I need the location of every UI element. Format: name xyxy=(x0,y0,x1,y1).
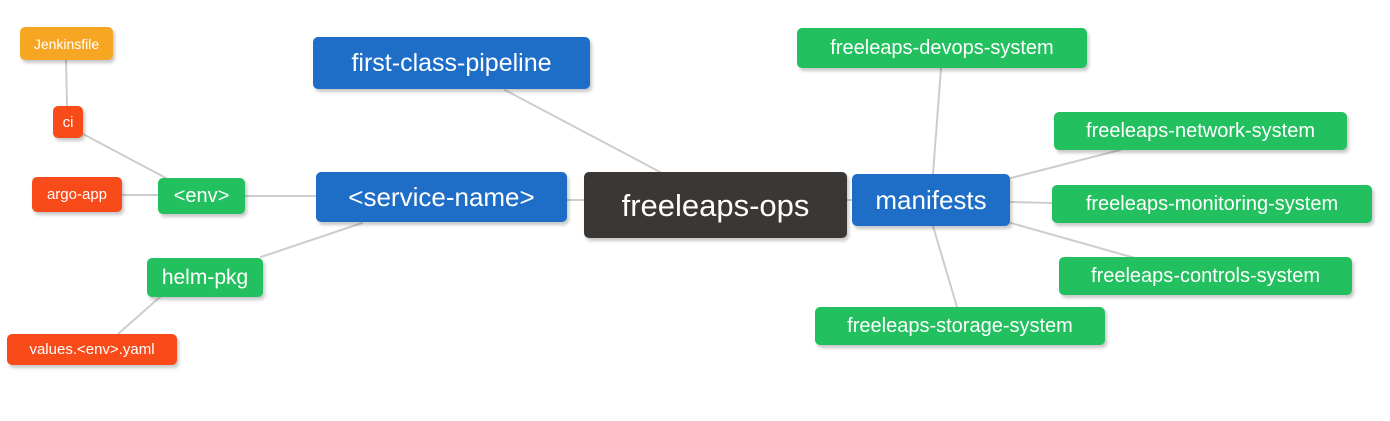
node-first-class-pipeline[interactable]: first-class-pipeline xyxy=(313,37,590,89)
edge-ci-env xyxy=(82,133,167,179)
node-ci[interactable]: ci xyxy=(53,106,83,138)
edge-helm-pkg-values-env-yaml xyxy=(117,296,161,335)
edge-manifests-freeleaps-devops-system xyxy=(932,67,942,175)
edge-manifests-freeleaps-network-system xyxy=(1010,149,1121,179)
edge-first-class-pipeline-freeleaps-ops xyxy=(504,89,661,173)
edge-service-name-helm-pkg xyxy=(260,222,363,258)
node-manifests[interactable]: manifests xyxy=(852,174,1010,226)
node-freeleaps-storage-system[interactable]: freeleaps-storage-system xyxy=(815,307,1105,345)
node-freeleaps-network-system[interactable]: freeleaps-network-system xyxy=(1054,112,1347,150)
edge-manifests-freeleaps-storage-system xyxy=(932,225,958,308)
node-freeleaps-monitoring-system[interactable]: freeleaps-monitoring-system xyxy=(1052,185,1372,223)
edge-manifests-freeleaps-monitoring-system xyxy=(1010,201,1053,204)
edge-jenkinsfile-ci xyxy=(65,59,68,107)
node-env[interactable]: <env> xyxy=(158,178,245,214)
node-freeleaps-ops[interactable]: freeleaps-ops xyxy=(584,172,847,238)
node-values-env-yaml[interactable]: values.<env>.yaml xyxy=(7,334,177,365)
node-service-name[interactable]: <service-name> xyxy=(316,172,567,222)
edge-manifests-freeleaps-controls-system xyxy=(1010,222,1136,259)
node-argo-app[interactable]: argo-app xyxy=(32,177,122,212)
node-freeleaps-controls-system[interactable]: freeleaps-controls-system xyxy=(1059,257,1352,295)
node-helm-pkg[interactable]: helm-pkg xyxy=(147,258,263,297)
node-freeleaps-devops-system[interactable]: freeleaps-devops-system xyxy=(797,28,1087,68)
node-jenkinsfile[interactable]: Jenkinsfile xyxy=(20,27,113,60)
